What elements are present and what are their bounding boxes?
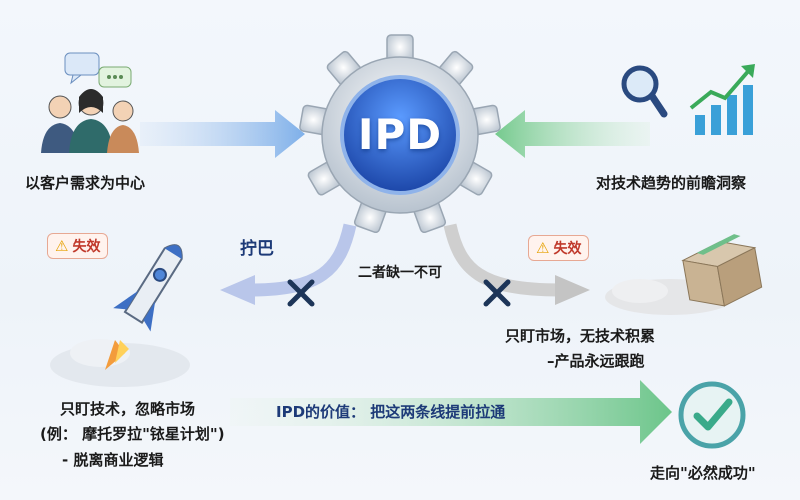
- cross-icon: [483, 279, 511, 307]
- left-failure-arrowhead: [220, 275, 255, 305]
- value-arrow: [230, 380, 672, 444]
- right-failure-arrowhead: [555, 275, 590, 305]
- left-warning-badge: ⚠ 失效: [47, 233, 109, 259]
- right-branch-line-2: –产品永远跟跑: [547, 352, 645, 370]
- magnifier-icon: [621, 65, 668, 118]
- left-failure-arrow: [249, 223, 357, 297]
- left-branch-line-1: 只盯技术，忽略市场: [60, 400, 196, 418]
- right-branch-line-1: 只盯市场，无技术积累: [505, 327, 656, 345]
- right-warning-text: 失效: [553, 241, 582, 257]
- warning-icon: ⚠: [55, 237, 69, 255]
- check-circle-icon: [678, 381, 746, 449]
- left-branch-line-2: (例： 摩托罗拉"铱星计划"): [40, 425, 225, 443]
- customer-arrow: [140, 110, 305, 158]
- gear-icon: [299, 34, 501, 234]
- center-caption: 二者缺一不可: [358, 265, 442, 281]
- left-branch-line-3: - 脱离商业逻辑: [62, 451, 164, 469]
- people-icon: [41, 52, 139, 153]
- tech-arrow: [495, 110, 650, 158]
- success-label: 走向"必然成功": [650, 464, 756, 482]
- customer-focus-label: 以客户需求为中心: [25, 174, 146, 192]
- tech-insight-label: 对技术趋势的前瞻洞察: [596, 174, 747, 192]
- left-branch-tag: 拧巴: [240, 239, 274, 259]
- ipd-label: IPD: [357, 110, 443, 159]
- value-banner: IPD的价值： 把这两条线提前拉通: [276, 403, 506, 421]
- cardboard-box-icon: [605, 234, 763, 315]
- growth-chart-icon: [689, 64, 755, 135]
- left-warning-text: 失效: [72, 239, 101, 255]
- warning-icon: ⚠: [536, 239, 550, 257]
- cross-icon: [287, 279, 315, 307]
- rocket-icon: [50, 244, 190, 387]
- right-failure-arrow: [443, 223, 561, 297]
- right-warning-badge: ⚠ 失效: [528, 235, 590, 261]
